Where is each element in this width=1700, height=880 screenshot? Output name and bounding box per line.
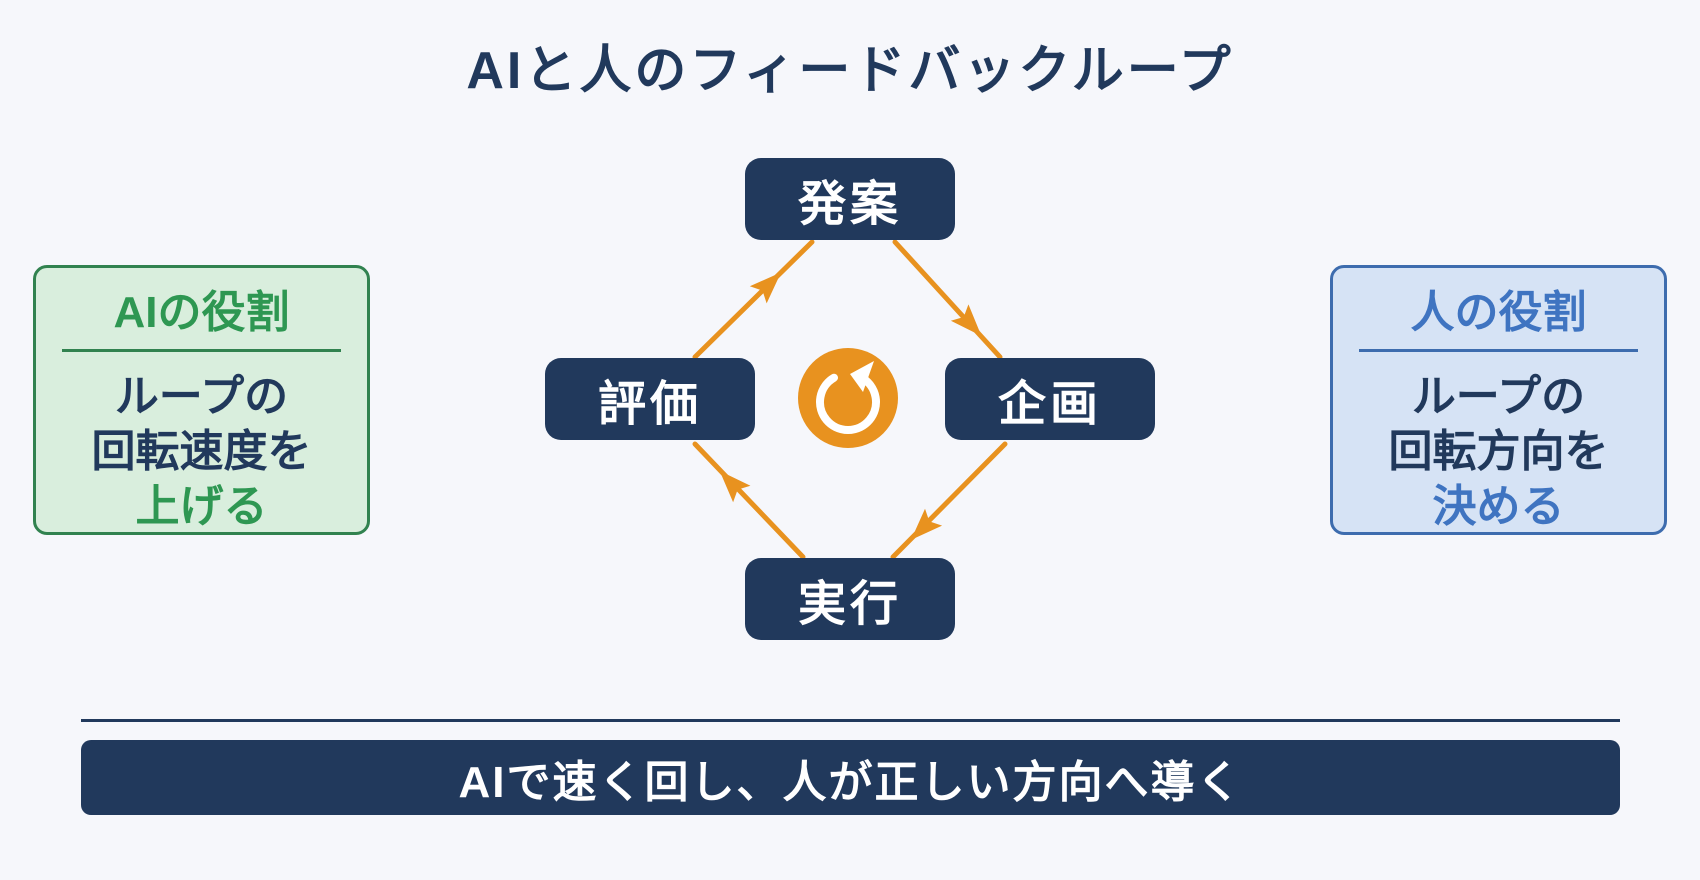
- footer-divider: [81, 719, 1620, 722]
- loop-arrow-plan-to-do: [890, 441, 1008, 560]
- loop-node-do-label: 実行: [797, 578, 902, 631]
- human-role-line-1: ループの: [1411, 372, 1586, 421]
- summary-banner-text: AIで速く回し、人が正しい方向へ導く: [458, 757, 1243, 807]
- ai-role-card-separator: [62, 349, 341, 352]
- ai-role-card-body: ループの 回転速度を 上げる: [36, 369, 367, 534]
- human-role-line-2: 回転方向を: [1388, 427, 1609, 476]
- loop-node-plan-label: 企画: [997, 378, 1102, 431]
- human-role-card: 人の役割 ループの 回転方向を 決める: [1330, 265, 1667, 535]
- loop-arrow-eval-to-idea: [692, 239, 815, 360]
- ai-role-line-2: 回転速度を: [91, 427, 312, 476]
- human-role-card-body: ループの 回転方向を 決める: [1333, 369, 1664, 534]
- page-title: AIと人のフィードバックループ: [466, 42, 1234, 100]
- human-role-line-3-highlight: 決める: [1432, 482, 1565, 531]
- loop-center-badge: [798, 348, 898, 448]
- human-role-card-separator: [1359, 349, 1638, 352]
- summary-banner: AIで速く回し、人が正しい方向へ導く: [81, 740, 1620, 815]
- loop-arrow-idea-to-plan: [892, 239, 1003, 360]
- loop-node-idea-label: 発案: [797, 178, 902, 231]
- ai-role-line-1: ループの: [114, 372, 289, 421]
- loop-node-do: 実行: [745, 558, 955, 640]
- loop-node-idea: 発案: [745, 158, 955, 240]
- loop-node-eval-label: 評価: [597, 378, 702, 431]
- loop-arrow-do-to-eval: [692, 441, 806, 560]
- loop-node-eval: 評価: [545, 358, 755, 440]
- rotate-clockwise-icon: [816, 361, 880, 434]
- ai-role-line-3-highlight: 上げる: [135, 482, 268, 531]
- ai-role-card-title: AIの役割: [113, 288, 290, 337]
- human-role-card-title: 人の役割: [1410, 288, 1587, 337]
- loop-node-plan: 企画: [945, 358, 1155, 440]
- ai-role-card: AIの役割 ループの 回転速度を 上げる: [33, 265, 370, 535]
